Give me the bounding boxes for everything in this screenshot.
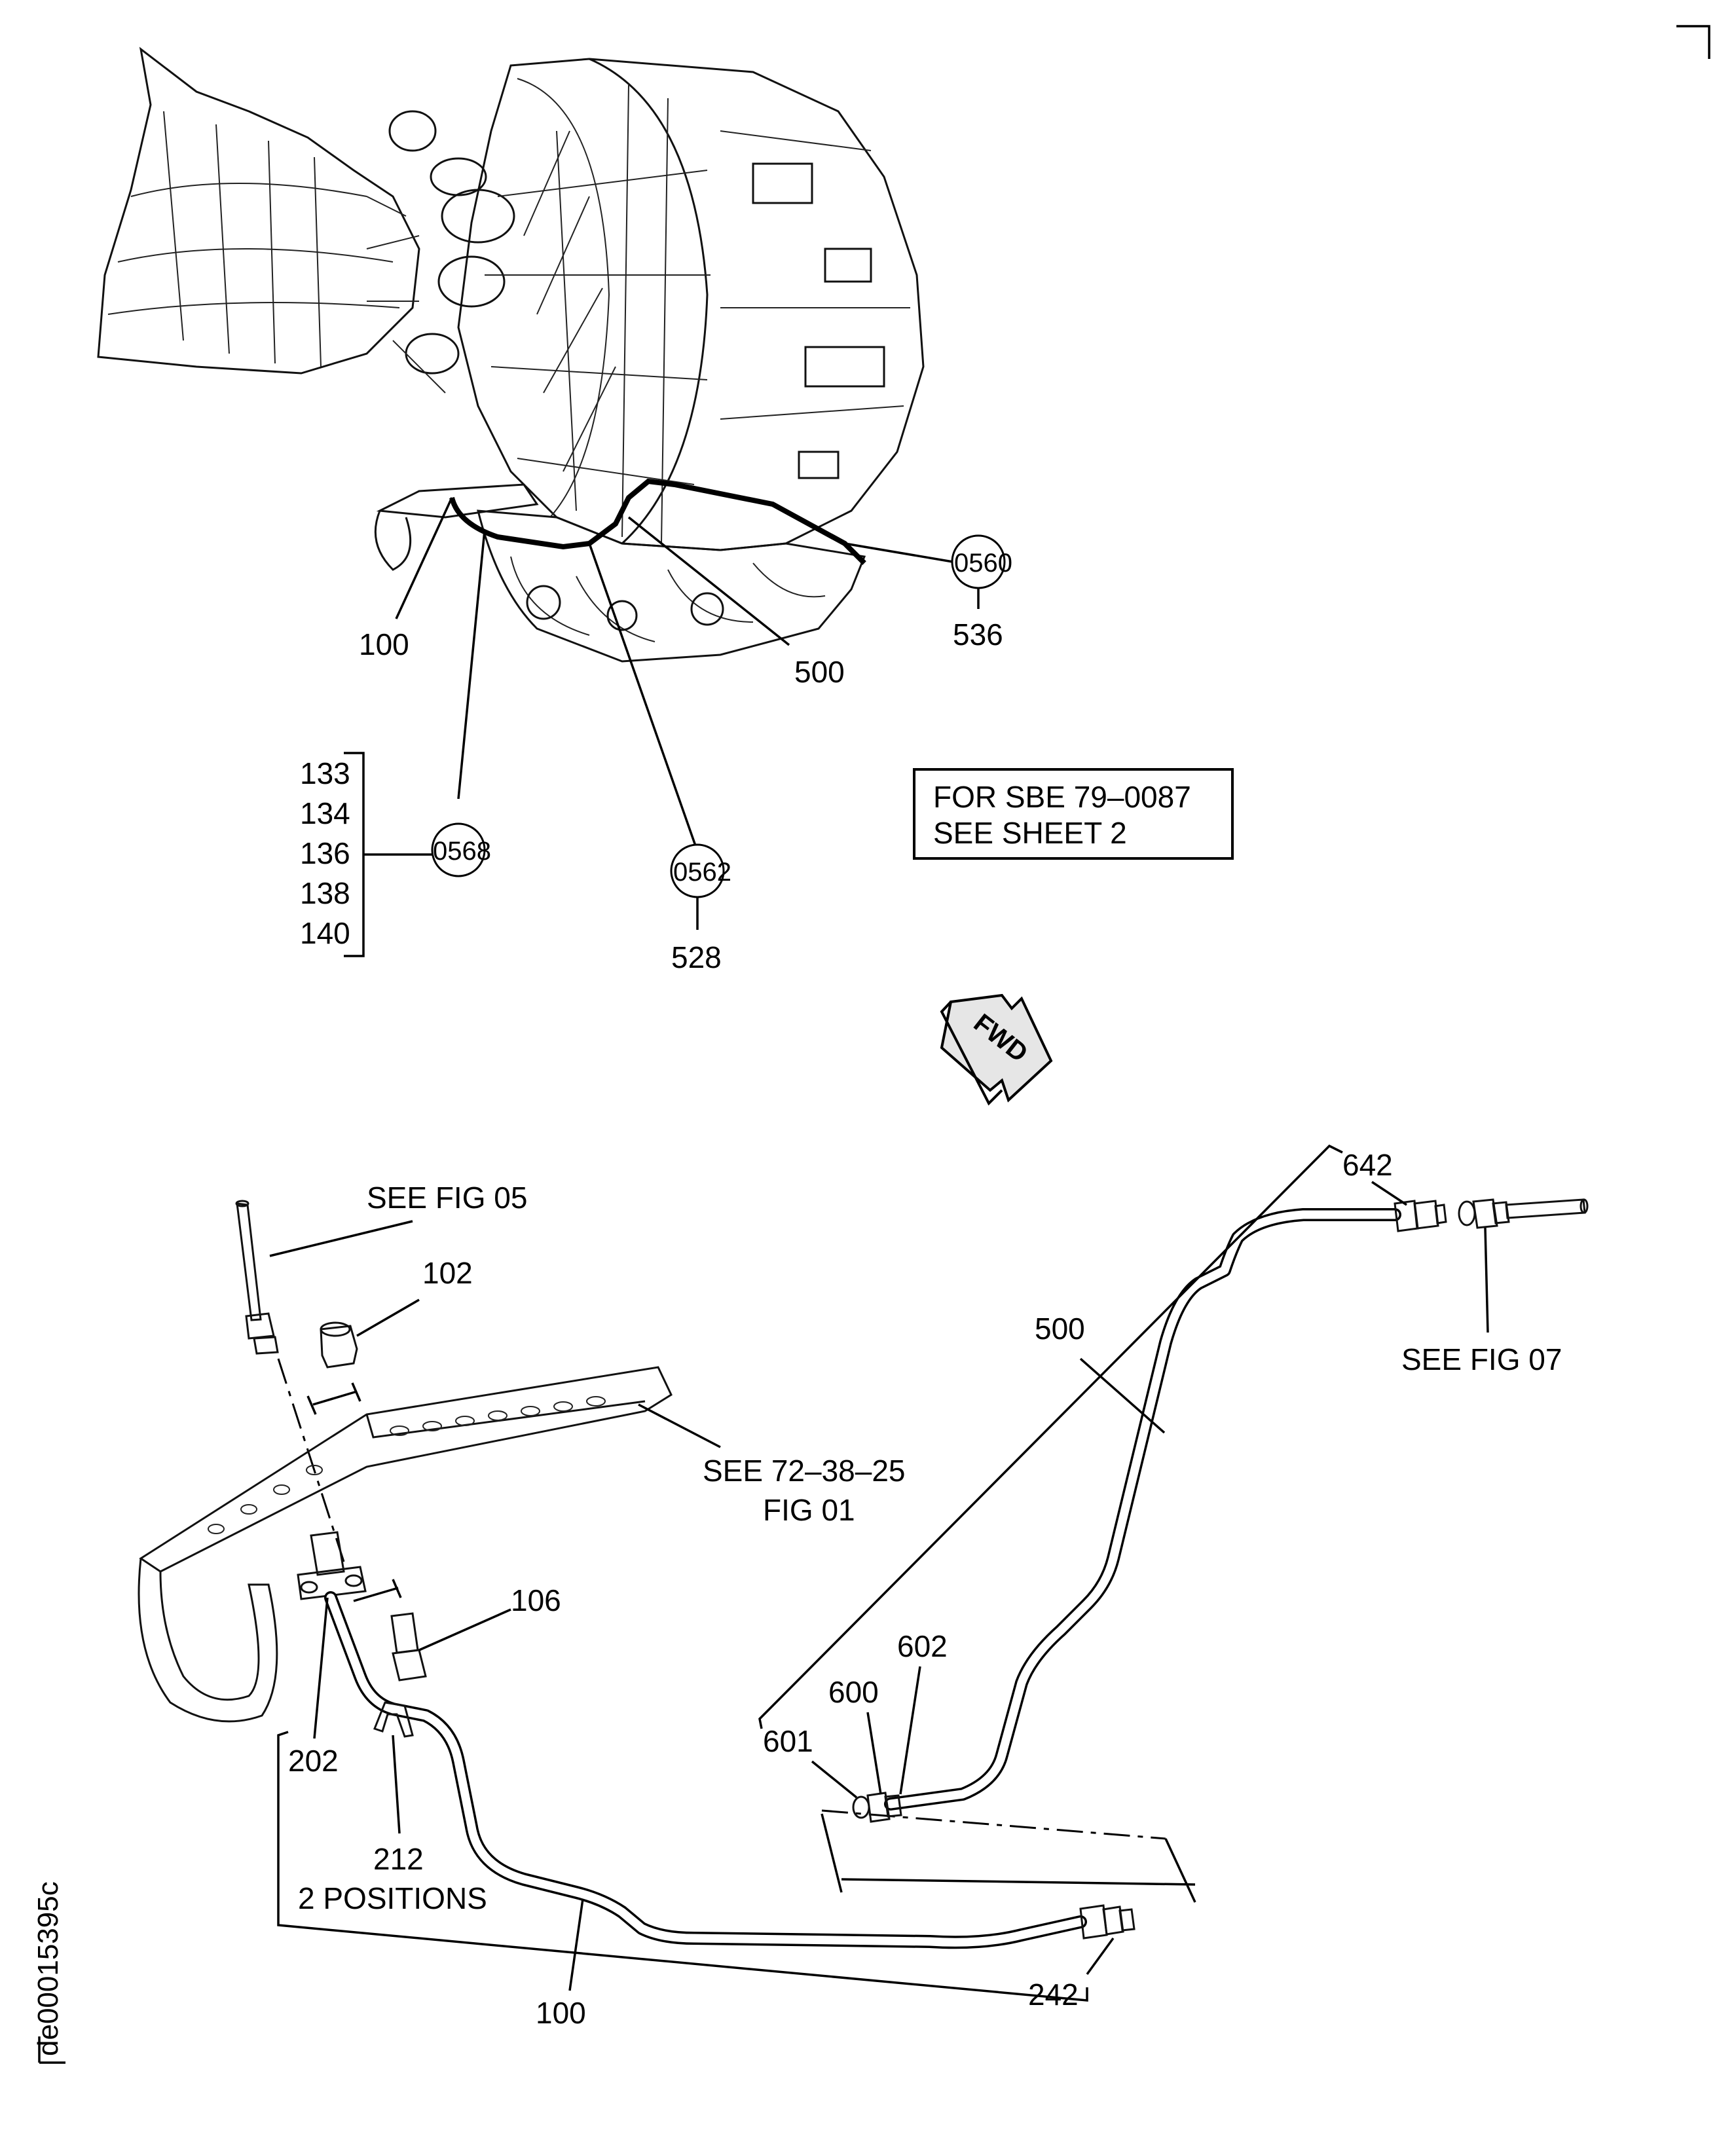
label-601: 601 [763,1724,813,1758]
fitting-242 [1079,1904,1136,1940]
note-line-1: FOR SBE 79–0087 [933,780,1191,814]
leader-600 [866,1712,882,1795]
centerline-upper [277,1358,345,1562]
label-see-72-38-25: SEE 72–38–25 [703,1454,906,1488]
leader-100-engine [395,497,453,619]
note-box [913,768,1234,860]
nut-102 [320,1321,358,1369]
label-fig-01: FIG 01 [763,1493,855,1527]
label-500-engine: 500 [794,655,845,689]
leader-242 [1086,1937,1115,1976]
downstream-fitting-fig07 [1458,1198,1589,1229]
upstream-tube-fig05 [235,1200,279,1355]
label-242: 242 [1028,1978,1079,2012]
engine-tube-100 [449,478,866,565]
list-0568-item-1: 133 [300,756,350,790]
label-100-detail: 100 [536,1996,586,2030]
list-0568-item-4: 138 [300,876,350,910]
leader-500-detail [1079,1357,1166,1434]
callout-circle-0568 [431,822,486,877]
label-100-engine: 100 [359,627,409,661]
label-536: 536 [953,617,1003,652]
dim-bracket-100 [277,1731,1088,2002]
dim-mark-upper [306,1382,361,1415]
dim-bracket-500 [758,1144,1343,1729]
drawing-id: de00015395c [32,1881,64,2056]
leader-601 [811,1760,858,1799]
tube-500 [884,1208,1401,1811]
dim-mark-106 [353,1579,402,1602]
drawing-id-mark [38,2036,65,2064]
leader-212 [392,1735,401,1834]
label-642: 642 [1342,1148,1393,1182]
note-line-2: SEE SHEET 2 [933,816,1127,850]
leader-500-engine [627,516,790,646]
leader-see-72-38-25 [638,1403,721,1448]
leader-0562 [588,543,699,852]
label-see-fig-05: SEE FIG 05 [367,1181,527,1215]
label-528: 528 [671,940,722,974]
centerline-lower [821,1809,1166,1840]
label-202: 202 [288,1744,339,1778]
fwd-arrow: FWD [940,993,1053,1106]
leader-see-fig-07 [1484,1227,1489,1333]
label-212: 212 [373,1842,424,1876]
label-2-positions: 2 POSITIONS [298,1881,487,1915]
leader-0568 [457,530,486,800]
leader-106 [418,1608,511,1651]
fitting-642 [1394,1200,1447,1232]
label-0560: 0560 [954,549,1012,578]
sheet-corner-mark [1676,25,1710,59]
fitting-202 [297,1531,367,1600]
list-0568-item-5: 140 [300,916,350,950]
label-0562: 0562 [673,858,731,887]
leader-102 [356,1298,420,1337]
list-0568-item-3: 136 [300,836,350,870]
leader-202 [313,1597,329,1739]
label-106: 106 [511,1583,561,1617]
support-bracket [138,1366,673,1723]
label-0568: 0568 [433,837,491,866]
list-0568-item-2: 134 [300,796,350,830]
callout-circle-0562 [670,843,725,898]
leader-642 [1371,1181,1407,1206]
leader-see-fig-05 [269,1220,413,1257]
leader-602 [899,1666,921,1795]
label-500-detail: 500 [1035,1312,1085,1346]
label-602: 602 [897,1629,948,1663]
bolt-106 [390,1612,427,1682]
engine-illustration [97,46,925,663]
leader-100-detail [568,1898,584,1991]
leader-0560 [844,542,953,563]
dim-box-lower [821,1813,1196,1903]
clamp-212 [373,1701,414,1738]
label-102: 102 [422,1256,473,1290]
bracket-0568-list [344,752,432,957]
label-see-fig-07: SEE FIG 07 [1401,1342,1562,1376]
callout-circle-0560 [951,534,1006,589]
fitting-600-601-602 [852,1792,902,1823]
label-600: 600 [828,1675,879,1709]
